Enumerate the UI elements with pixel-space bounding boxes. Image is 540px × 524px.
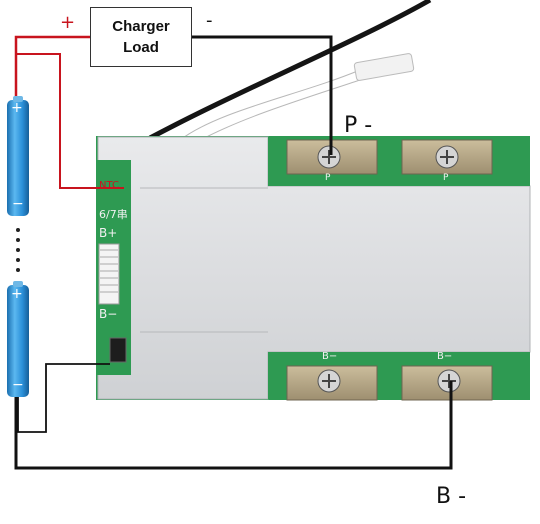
small-component — [109, 337, 127, 363]
battery-bottom — [7, 281, 29, 397]
b-plus-silkscreen: B+ — [99, 226, 118, 240]
balance-connector — [98, 243, 120, 305]
black-sense-cable — [148, 0, 432, 141]
battery-ellipsis-dots — [16, 228, 20, 272]
b-minus-label: B - — [436, 484, 467, 509]
load-label: Load — [123, 39, 159, 56]
charger-label: Charger — [112, 18, 170, 35]
positive-wire-charger — [14, 35, 90, 96]
pad-p-left: P — [325, 173, 331, 183]
p-minus-label: P - — [344, 113, 373, 138]
b-minus-sense-wire — [17, 363, 110, 433]
battery-bottom-positive: + — [11, 286, 23, 302]
pad-b-minus-left: B− — [322, 351, 338, 362]
pad-b-minus-right: B− — [437, 351, 453, 362]
white-ntc-cable-2-outline — [194, 79, 361, 144]
ntc-sensor-tip — [353, 53, 415, 81]
battery-top — [7, 96, 29, 216]
p-pad-left-screw-slot — [322, 150, 336, 164]
b-minus-silkscreen: B− — [99, 307, 118, 321]
battery-bottom-negative: − — [12, 377, 24, 393]
battery-top-positive: + — [11, 100, 23, 116]
p-minus-wire — [192, 35, 333, 155]
charger-load-box: Charger Load — [90, 7, 192, 67]
battery-top-negative: − — [12, 196, 24, 212]
p-pad-right-screw-slot — [440, 150, 454, 164]
white-ntc-cable-outline — [179, 69, 361, 141]
b-pad-left-screw-slot — [322, 374, 336, 388]
b-minus-wire — [14, 381, 453, 470]
cells-silkscreen: 6/7串 — [99, 208, 128, 221]
minus-sign: - — [206, 10, 213, 31]
white-ntc-cable-2 — [193, 77, 361, 146]
b-pad-right-screw-slot — [442, 374, 456, 388]
connector-pins — [100, 249, 118, 293]
ntc-silkscreen: NTC — [99, 180, 119, 191]
pad-p-right: P — [443, 173, 449, 183]
plus-sign: + — [60, 12, 76, 33]
positive-wire-bplus — [16, 53, 124, 189]
